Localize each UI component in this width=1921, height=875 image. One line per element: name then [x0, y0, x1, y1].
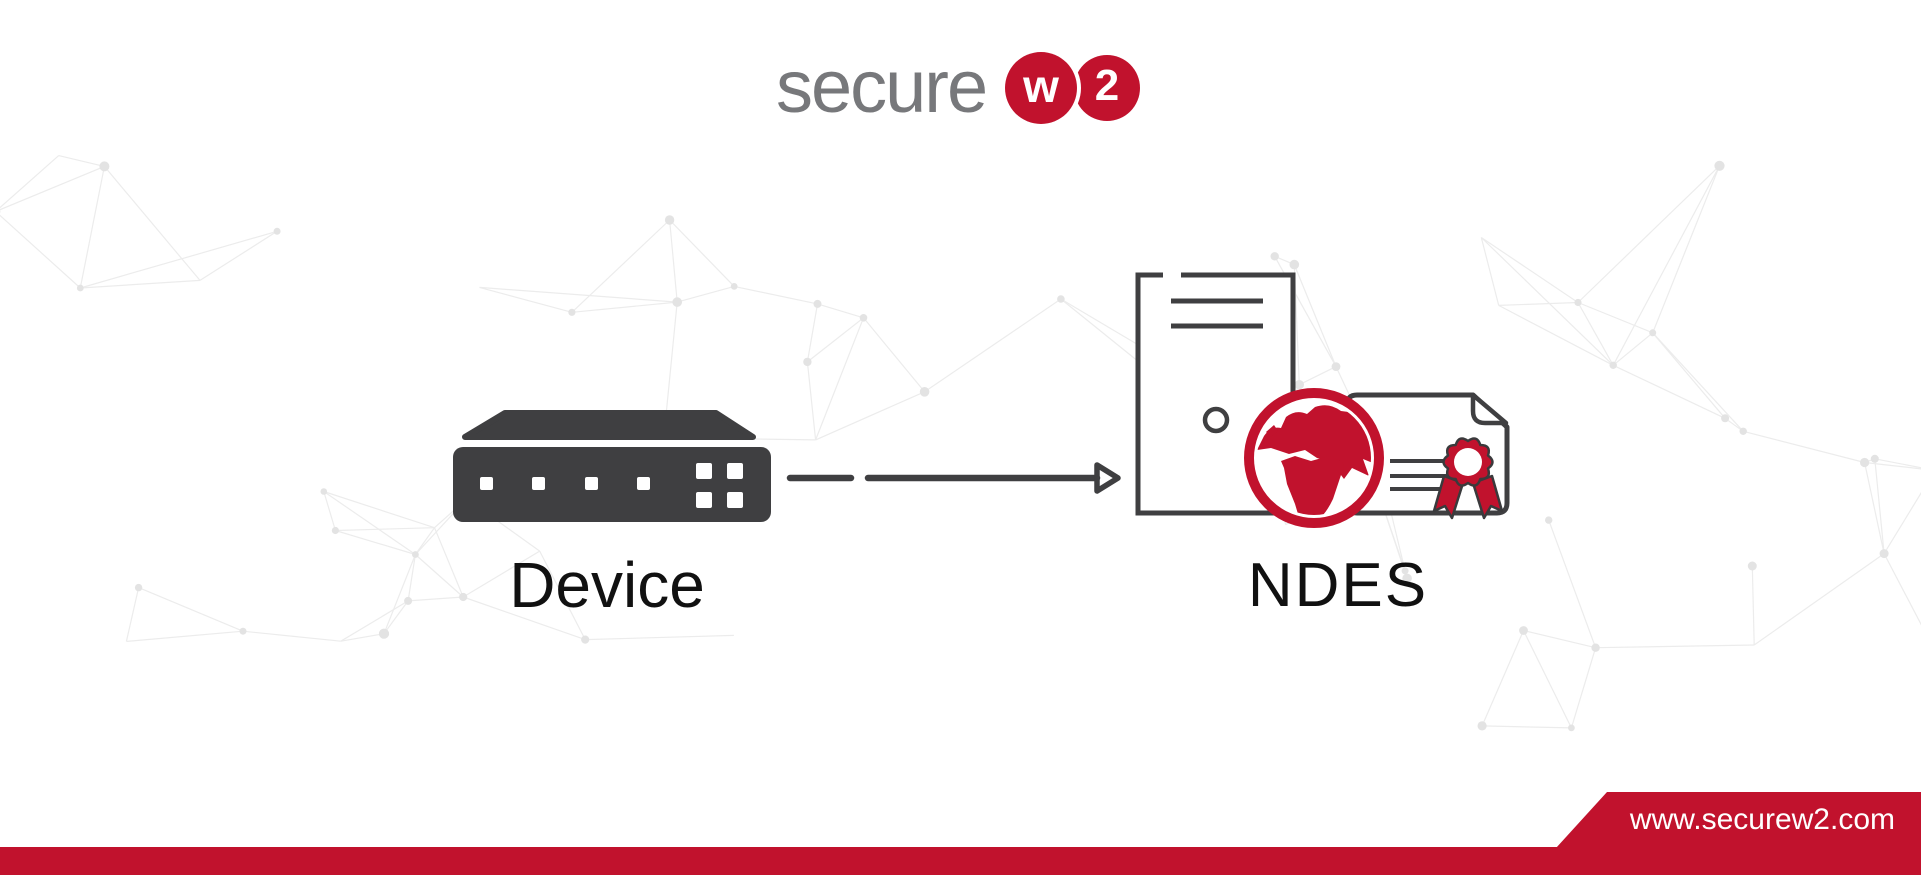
folded-corner-icon	[1470, 392, 1509, 426]
globe-icon	[1244, 388, 1384, 528]
arrow-right-icon	[786, 462, 1121, 494]
award-ribbon-icon	[1432, 437, 1504, 520]
ndes-label: NDES	[1247, 551, 1429, 620]
website-url: www.securew2.com	[1629, 803, 1895, 836]
logo-badge-2-letter: 2	[1094, 61, 1120, 110]
network-switch-icon	[453, 410, 771, 522]
logo-wordmark: secure	[776, 45, 988, 128]
logo-badge-w-letter: w	[1023, 60, 1059, 112]
logo-badge-2-icon: 2	[1074, 55, 1140, 121]
logo-badge-w-icon: w	[1005, 52, 1077, 124]
footer-ribbon: www.securew2.com	[1556, 792, 1921, 848]
device-label: Device	[509, 549, 705, 621]
power-button-icon	[1202, 406, 1230, 434]
switch-port-squares	[480, 463, 743, 508]
certificate-text-lines	[1390, 459, 1448, 491]
footer-bar	[0, 847, 1921, 875]
